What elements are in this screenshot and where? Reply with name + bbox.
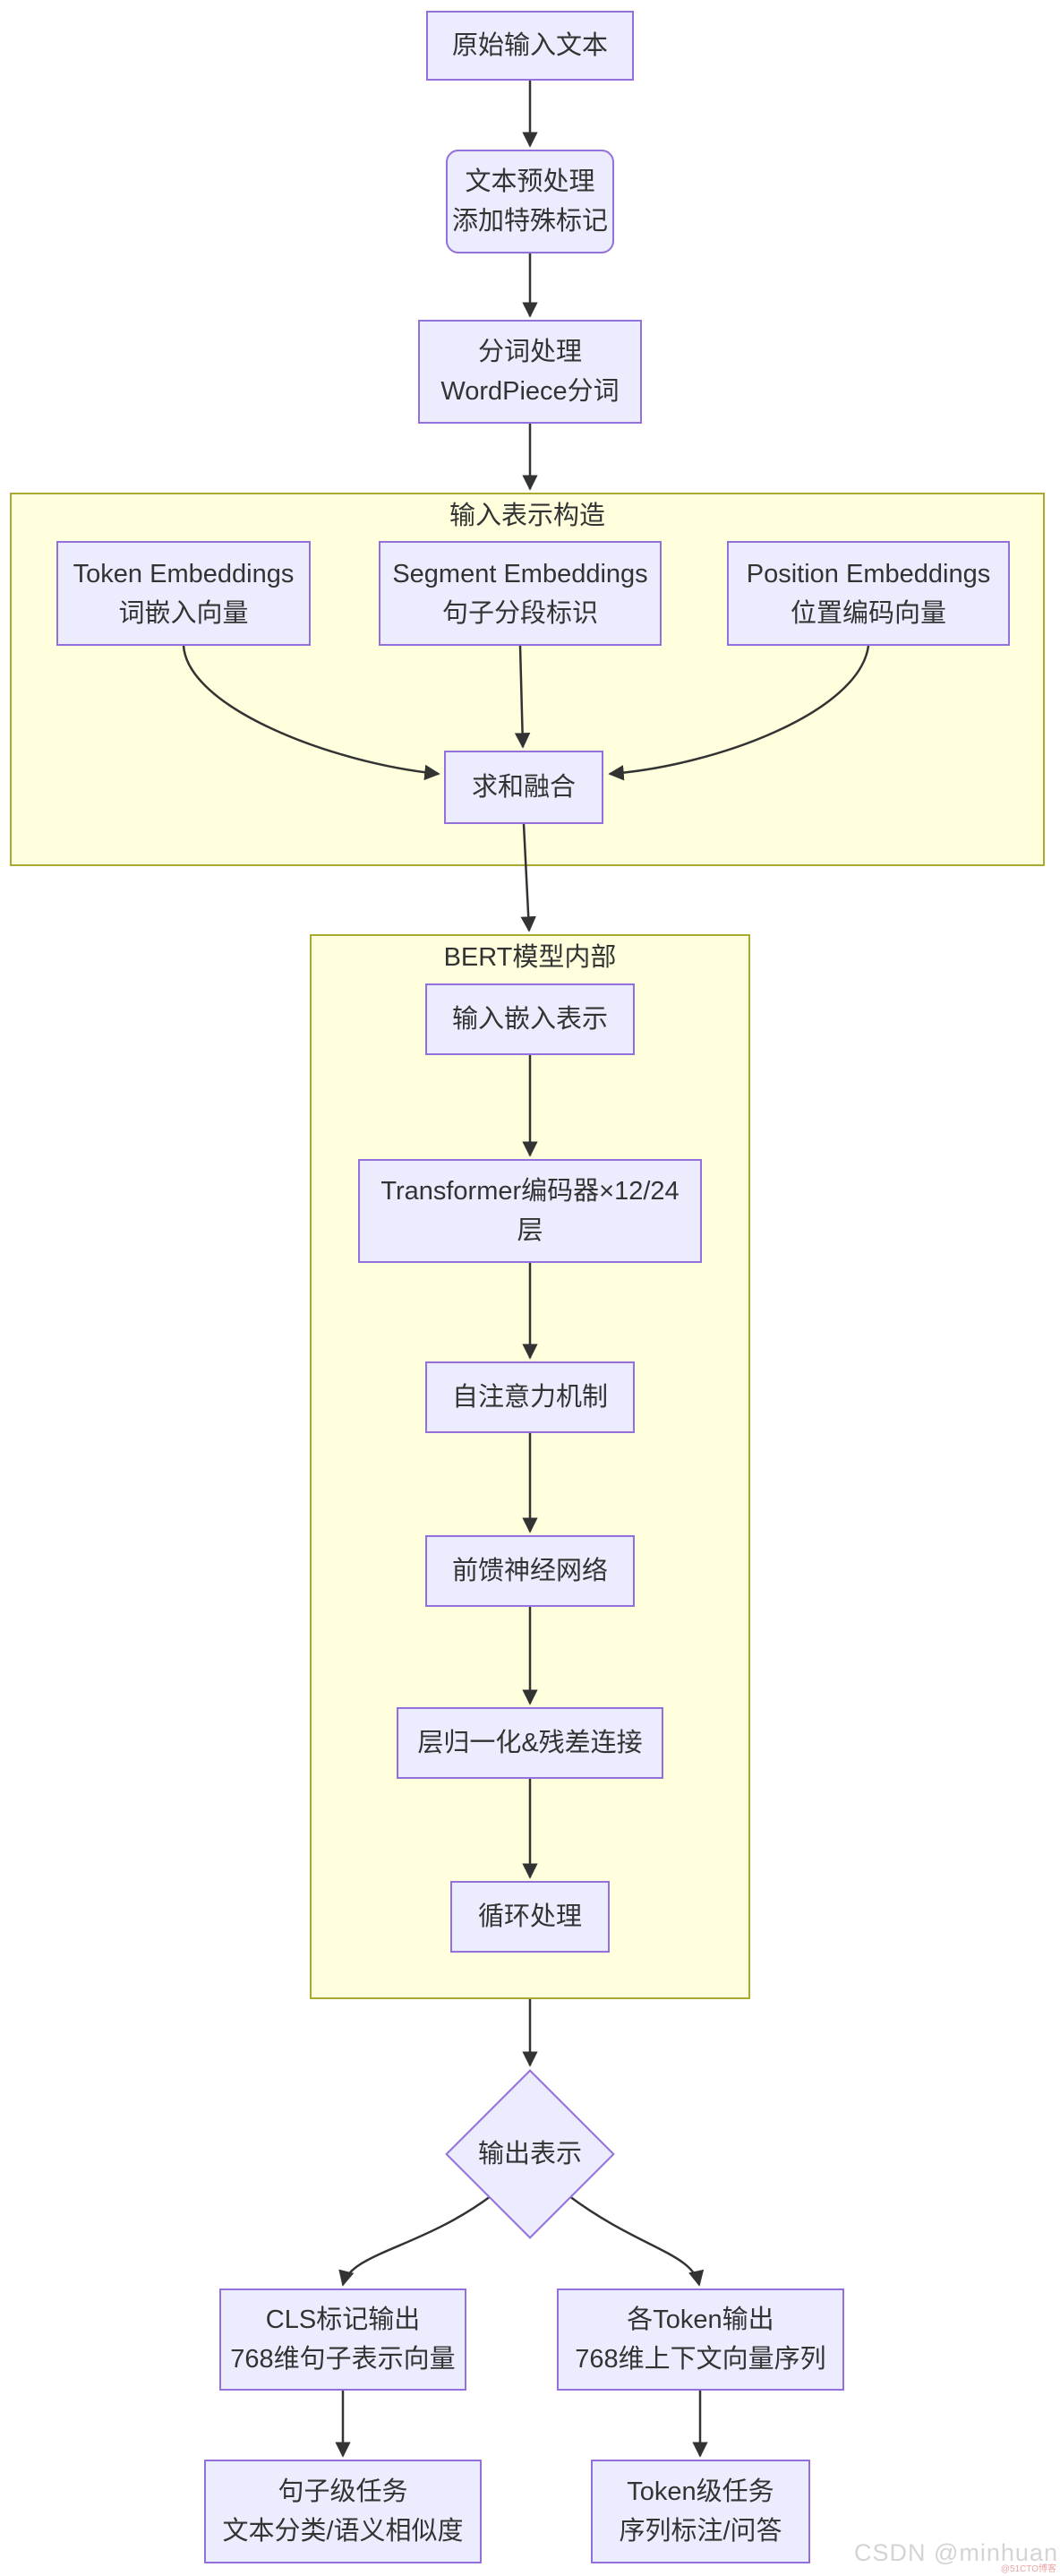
subgraph-input-representation-title: 输入表示构造	[449, 502, 605, 530]
edge-output-tokenoutput	[568, 2194, 705, 2287]
node-loop-processing: 循环处理	[450, 1881, 610, 1953]
watermark-csdn: CSDN @minhuan	[854, 2539, 1058, 2566]
node-text-preprocess: 文本预处理 添加特殊标记	[446, 150, 614, 253]
node-raw-input-text: 原始输入文本	[426, 11, 634, 81]
node-sentence-level-task: 句子级任务 文本分类/语义相似度	[204, 2460, 482, 2563]
decision-output-representation-label: 输出表示	[477, 2140, 582, 2168]
node-layernorm-residual: 层归一化&残差连接	[397, 1707, 663, 1779]
subgraph-bert-internal-title: BERT模型内部	[443, 943, 617, 972]
node-feedforward-network: 前馈神经网络	[425, 1535, 635, 1607]
node-self-attention: 自注意力机制	[425, 1361, 635, 1433]
node-token-level-task: Token级任务 序列标注/问答	[591, 2460, 810, 2563]
subgraph-bert-internal: BERT模型内部	[310, 934, 750, 1999]
node-token-output: 各Token输出 768维上下文向量序列	[557, 2288, 844, 2391]
edge-output-cls	[338, 2194, 492, 2287]
node-transformer-encoder: Transformer编码器×12/24 层	[358, 1159, 702, 1263]
node-position-embeddings: Position Embeddings 位置编码向量	[727, 541, 1010, 646]
node-cls-output: CLS标记输出 768维句子表示向量	[219, 2288, 466, 2391]
node-wordpiece-tokenize: 分词处理 WordPiece分词	[418, 320, 642, 424]
node-token-embeddings: Token Embeddings 词嵌入向量	[56, 541, 311, 646]
watermark-51cto-badge: @51CTO博客	[1000, 2564, 1056, 2574]
node-input-embedding: 输入嵌入表示	[425, 983, 635, 1055]
node-segment-embeddings: Segment Embeddings 句子分段标识	[379, 541, 662, 646]
node-sum-fusion: 求和融合	[444, 751, 603, 824]
